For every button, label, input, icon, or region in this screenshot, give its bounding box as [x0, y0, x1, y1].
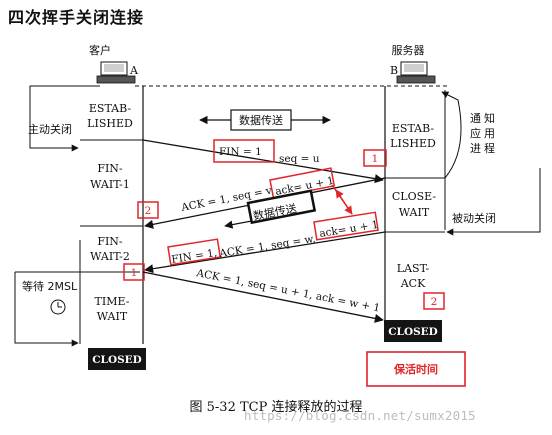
- server-closed-badge: CLOSED: [384, 320, 442, 342]
- server-last-ack-b: ACK: [400, 277, 426, 290]
- active-close-label: 主动关闭: [28, 122, 72, 136]
- marker-4-server-text: 2: [431, 296, 438, 308]
- passive-close-label: 被动关闭: [452, 211, 496, 225]
- svg-text:数据传送: 数据传送: [239, 113, 283, 127]
- client-fin-wait-1-b: WAIT-1: [90, 178, 130, 191]
- svg-text:CLOSED: CLOSED: [388, 326, 438, 338]
- server-close-wait-a: CLOSE-: [392, 190, 437, 203]
- client-id: A: [129, 64, 139, 77]
- svg-text:进: 进: [470, 142, 481, 155]
- client-time-wait-b: WAIT: [97, 310, 128, 323]
- server-computer-icon: [396, 61, 436, 84]
- svg-text:程: 程: [484, 142, 495, 155]
- fin-highlight-box-2: [167, 238, 222, 266]
- keepalive-box: 保活时间: [366, 351, 466, 387]
- server-close-wait-b: WAIT: [399, 206, 430, 219]
- svg-text:保活时间: 保活时间: [393, 362, 438, 376]
- notify-app-label: 通 知 应 用 进 程: [470, 111, 495, 155]
- client-established-1: ESTAB-: [89, 102, 132, 115]
- msg3-ack: ACK = 1, seq = w,: [218, 233, 317, 260]
- red-relation-arrow-2: [335, 189, 353, 215]
- svg-text:通: 通: [470, 112, 481, 125]
- clock-icon: [50, 299, 66, 315]
- client-fin-wait-2-b: WAIT-2: [90, 250, 130, 263]
- server-last-ack-a: LAST-: [397, 262, 430, 275]
- client-closed-badge: CLOSED: [88, 348, 146, 370]
- fin-ack-message-arrow: [144, 231, 386, 274]
- wait-2msl-label: 等待 2MSL: [22, 279, 78, 293]
- active-close-path: [29, 85, 100, 152]
- final-ack-message-arrow: [142, 271, 384, 323]
- server-established-1: ESTAB-: [392, 122, 435, 135]
- wait-2msl-bracket: [14, 272, 79, 347]
- client-fin-wait-1-a: FIN-: [97, 162, 123, 175]
- msg3-ackno: ack= u + 1: [319, 219, 380, 240]
- client-computer-icon: [96, 61, 136, 84]
- fin-message-arrow: [142, 139, 384, 184]
- msg3-fin: FIN = 1,: [171, 247, 218, 266]
- server-established-2: LISHED: [390, 137, 436, 150]
- fin-highlight-box: [213, 139, 275, 163]
- figure-caption: 图 5-32 TCP 连接释放的过程: [189, 400, 363, 415]
- msg1-fin: FIN = 1: [219, 146, 262, 158]
- marker-2-client-text: 2: [145, 205, 152, 217]
- marker-3-client-text: 1: [131, 267, 138, 279]
- passive-close-path: [446, 168, 541, 236]
- svg-text:CLOSED: CLOSED: [92, 354, 142, 366]
- client-established-2: LISHED: [87, 117, 133, 130]
- notify-app-path: [441, 91, 462, 179]
- ack-highlight-box-2: [313, 211, 379, 241]
- marker-1-server-text: 1: [372, 153, 379, 165]
- watermark: https://blog.csdn.net/sumx2015: [244, 408, 476, 423]
- client-fin-wait-2-a: FIN-: [97, 235, 123, 248]
- server-label: 服务器: [392, 44, 425, 57]
- marker-2-client: [137, 201, 159, 219]
- msg4-ack: ACK = 1, seq = u + 1, ack = w + 1: [194, 267, 381, 315]
- svg-text:知: 知: [484, 111, 495, 125]
- page-heading: 四次挥手关闭连接: [8, 8, 145, 27]
- client-time-wait-a: TIME-: [95, 295, 130, 308]
- client-label: 客户: [89, 43, 111, 57]
- msg1-seq: seq = u: [279, 153, 320, 165]
- svg-text:用: 用: [484, 127, 495, 140]
- data-transfer-arrow-1: 数据传送: [199, 109, 331, 131]
- server-id: B: [390, 64, 398, 77]
- svg-text:应: 应: [470, 126, 481, 140]
- marker-4-server: [423, 292, 445, 310]
- marker-1-server: [363, 149, 387, 167]
